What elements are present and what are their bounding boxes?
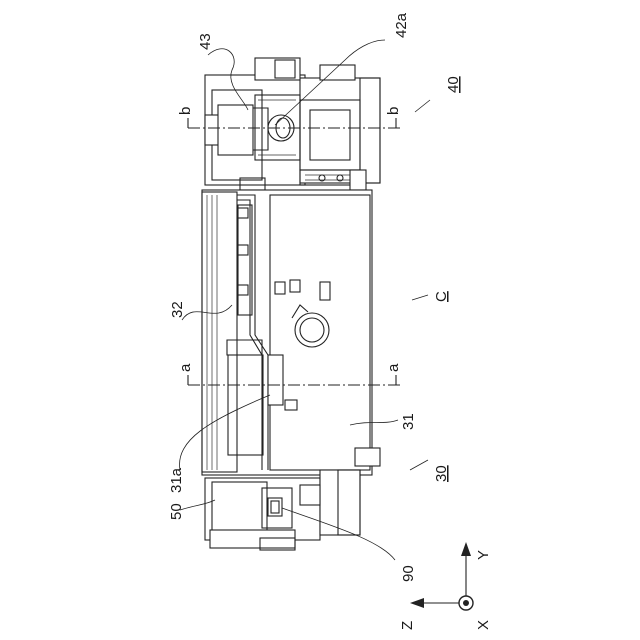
- label-31a: 31a: [168, 467, 185, 493]
- label-50: 50: [168, 503, 185, 520]
- axis-label-x: X: [475, 620, 492, 630]
- label-30: 30: [433, 465, 450, 482]
- axis-indicator: [410, 542, 473, 610]
- label-43: 43: [197, 33, 214, 50]
- label-90: 90: [400, 565, 417, 582]
- section-label-b-top: b: [177, 107, 194, 115]
- label-42a: 42a: [393, 12, 410, 38]
- section-label-a-bottom: a: [385, 363, 402, 372]
- section-label-b-bottom: b: [385, 107, 402, 115]
- label-C: C: [433, 291, 450, 302]
- axis-label-y: Y: [475, 550, 492, 560]
- label-40: 40: [445, 76, 462, 93]
- lower-unit-50: [205, 470, 360, 550]
- section-label-a-top: a: [177, 363, 194, 372]
- label-31: 31: [400, 413, 417, 430]
- main-body-31: [202, 190, 380, 475]
- label-32: 32: [169, 301, 186, 318]
- axis-label-z: Z: [399, 621, 416, 630]
